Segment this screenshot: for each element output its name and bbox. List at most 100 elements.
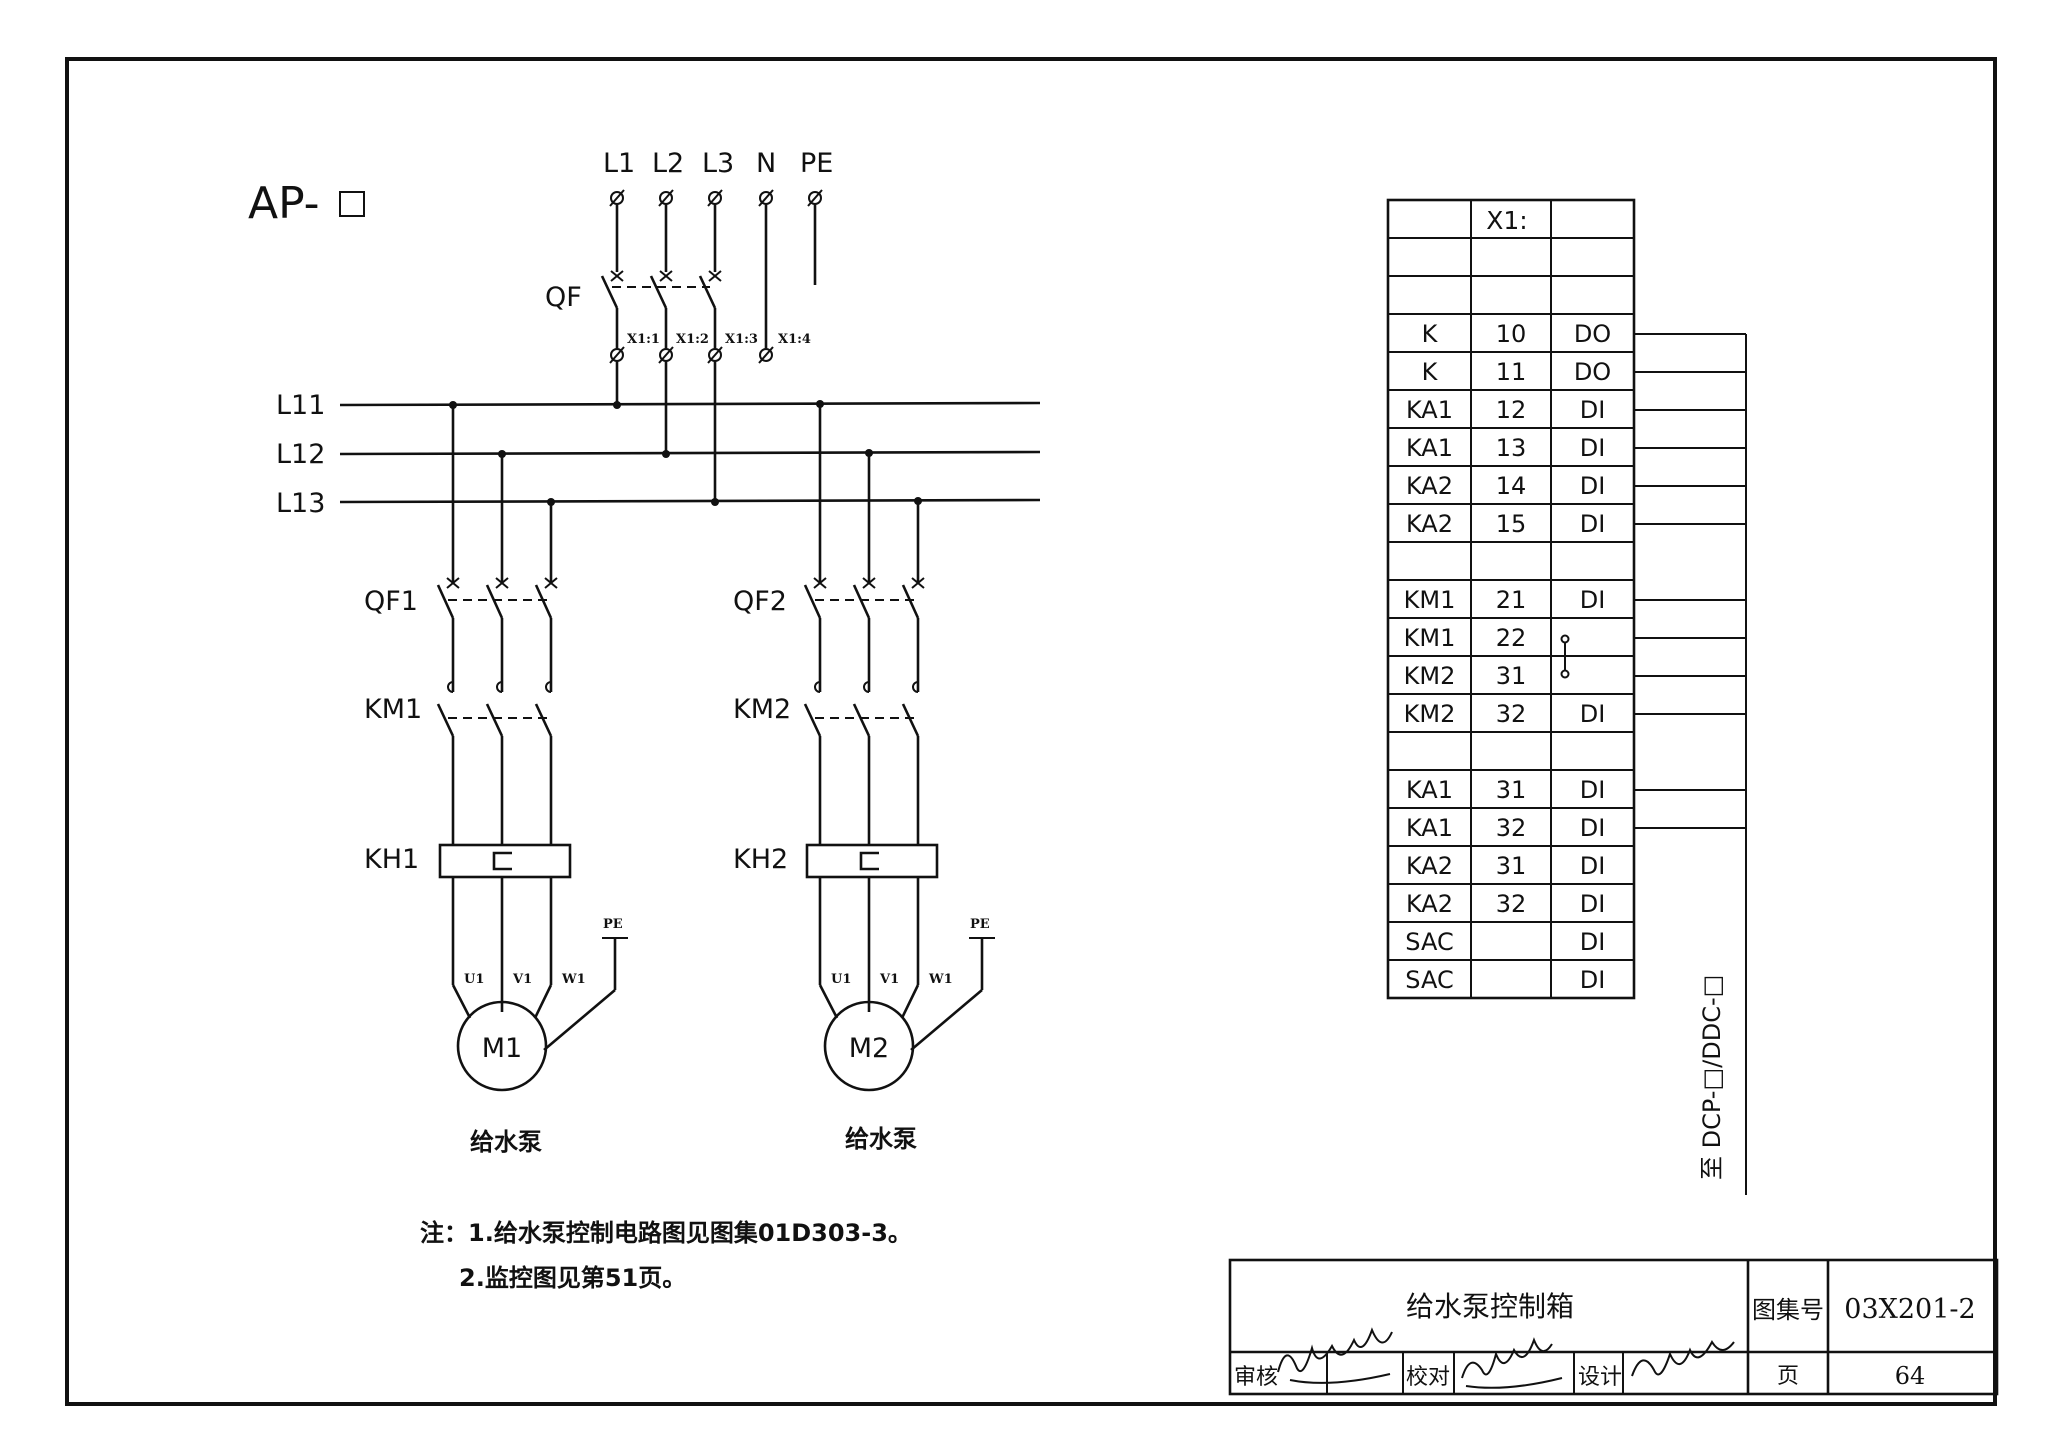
terminal-table-cell-num: 15 [1496,510,1527,538]
terminal-table-cell-dev: KA2 [1406,890,1453,918]
branch2-contactor-label: KM2 [733,694,791,725]
terminal-table-cell-num: 12 [1496,396,1527,424]
terminal-table-cell-dev: KA1 [1406,776,1453,804]
branch2-relay-label: KH2 [733,844,788,875]
branch2-breaker-label: QF2 [733,586,787,617]
branch-1: QF1 KM1 KH1 [364,405,628,1156]
signature-review [1277,1327,1393,1384]
busbar-label-l13: L13 [276,488,325,519]
phase-label-n: N [756,148,776,179]
terminal-table-cell-dev: SAC [1405,966,1453,994]
svg-text:U1: U1 [831,972,851,987]
review-label: 审核 [1234,1365,1278,1390]
svg-text:W1: W1 [928,972,953,987]
busbars: L11 L12 L13 [276,390,1041,519]
x1-terminals: X1:1 X1:2 X1:3 X1:4 [609,332,811,502]
note-line-1: 注：1.给水泵控制电路图见图集01D303-3。 [420,1219,912,1247]
terminal-table-cell-dev: SAC [1405,928,1453,956]
terminal-x1-1: X1:1 [627,332,660,347]
terminal-table-cell-type: DI [1580,510,1606,538]
branch1-breaker-label: QF1 [364,586,418,617]
note-line-2: 2.监控图见第51页。 [459,1264,686,1292]
terminal-table-cell-dev: KM1 [1404,624,1456,652]
title-block: 给水泵控制箱 图集号 03X201-2 页 64 审核 校对 设计 [1228,1258,1999,1396]
terminal-table-cell-type: DI [1580,852,1606,880]
svg-text:W1: W1 [561,972,586,987]
terminal-table-cell-num: 11 [1496,358,1527,386]
terminal-table-cell-dev: KM1 [1404,586,1456,614]
terminal-table-cell-type: DI [1580,814,1606,842]
terminal-table-cell-dev: KM2 [1404,700,1456,728]
branch1-thermal-relay [438,843,572,879]
busbar-label-l12: L12 [276,439,325,470]
branch1-contactor-label: KM1 [364,694,422,725]
terminal-table-header: X1: [1486,206,1527,235]
terminal-table-cell-num: 32 [1496,700,1527,728]
terminal-table-cell-num: 13 [1496,434,1527,462]
terminal-table-cell-dev: KM2 [1404,662,1456,690]
terminal-table-cell-dev: KA2 [1406,472,1453,500]
terminal-table-cell-dev: KA2 [1406,852,1453,880]
motor-m2-symbol [823,1000,915,1092]
terminal-table-cell-dev: KA1 [1406,814,1453,842]
page-number: 64 [1895,1362,1926,1390]
main-breaker-qf: QF [545,270,722,338]
terminal-table-cell-type: DO [1574,358,1611,386]
pump1-caption: 给水泵 [470,1128,542,1156]
svg-text:PE: PE [603,917,623,932]
check-label: 校对 [1406,1365,1450,1390]
svg-text:QF: QF [545,282,582,313]
phase-label-l2: L2 [652,148,684,179]
terminal-table-cell-dev: K [1422,358,1439,386]
terminal-table-cell-type: DO [1574,320,1611,348]
terminal-table-cell-num: 31 [1496,776,1527,804]
phase-label-l1: L1 [603,148,635,179]
terminal-table-cell-dev: KA1 [1406,434,1453,462]
signature-check [1461,1337,1563,1389]
terminal-table-cell-num: 21 [1496,586,1527,614]
notes: 注：1.给水泵控制电路图见图集01D303-3。 2.监控图见第51页。 [420,1219,912,1292]
terminal-table-cell-num: 32 [1496,814,1527,842]
terminal-table-cell-dev: K [1422,320,1439,348]
terminal-table-cell-type: DI [1580,700,1606,728]
terminal-x1-3: X1:3 [725,332,758,347]
branch1-relay-label: KH1 [364,844,419,875]
atlas-number: 03X201-2 [1844,1294,1975,1325]
terminal-table-cell-type: DI [1580,586,1606,614]
terminal-table-cell-type: DI [1580,890,1606,918]
motor-m1-symbol [456,1000,548,1092]
signature-design [1631,1340,1735,1377]
pump2-caption: 给水泵 [845,1125,917,1153]
terminal-x1-4: X1:4 [778,332,811,347]
drawing-border [65,57,1997,1406]
title-block-title: 给水泵控制箱 [1406,1290,1574,1323]
terminal-table-cell-dev: KA1 [1406,396,1453,424]
svg-text:AP-: AP- [248,178,320,229]
terminal-table-cell-num: 31 [1496,852,1527,880]
motor-m2-label: M2 [849,1033,889,1064]
design-label: 设计 [1578,1365,1622,1390]
terminal-table-cell-type: DI [1580,928,1606,956]
ddc-label: 至 DCP-□/DDC-□ [1698,975,1726,1180]
page-label: 页 [1777,1364,1799,1389]
branch-2: QF2 KM2 KH2 [733,404,995,1153]
svg-text:V1: V1 [512,972,532,987]
terminal-x1-2: X1:2 [676,332,709,347]
terminal-table-cell-num: 22 [1496,624,1527,652]
phase-label-pe: PE [800,148,833,179]
terminal-table-cell-num: 14 [1496,472,1527,500]
incoming-feeders [609,189,823,338]
busbar-label-l11: L11 [276,390,325,421]
motor-m1-label: M1 [482,1033,522,1064]
terminal-table-cell-type: DI [1580,472,1606,500]
terminal-table-cell-type: DI [1580,776,1606,804]
terminal-table-cell-num: 32 [1496,890,1527,918]
svg-text:PE: PE [970,917,990,932]
terminal-table-cell-dev: KA2 [1406,510,1453,538]
board-label: AP- [248,178,365,229]
terminal-table-cell-type: DI [1580,434,1606,462]
ddc-wiring [1634,333,1747,1195]
incoming-phase-labels: L1 L2 L3 N PE [603,148,833,179]
